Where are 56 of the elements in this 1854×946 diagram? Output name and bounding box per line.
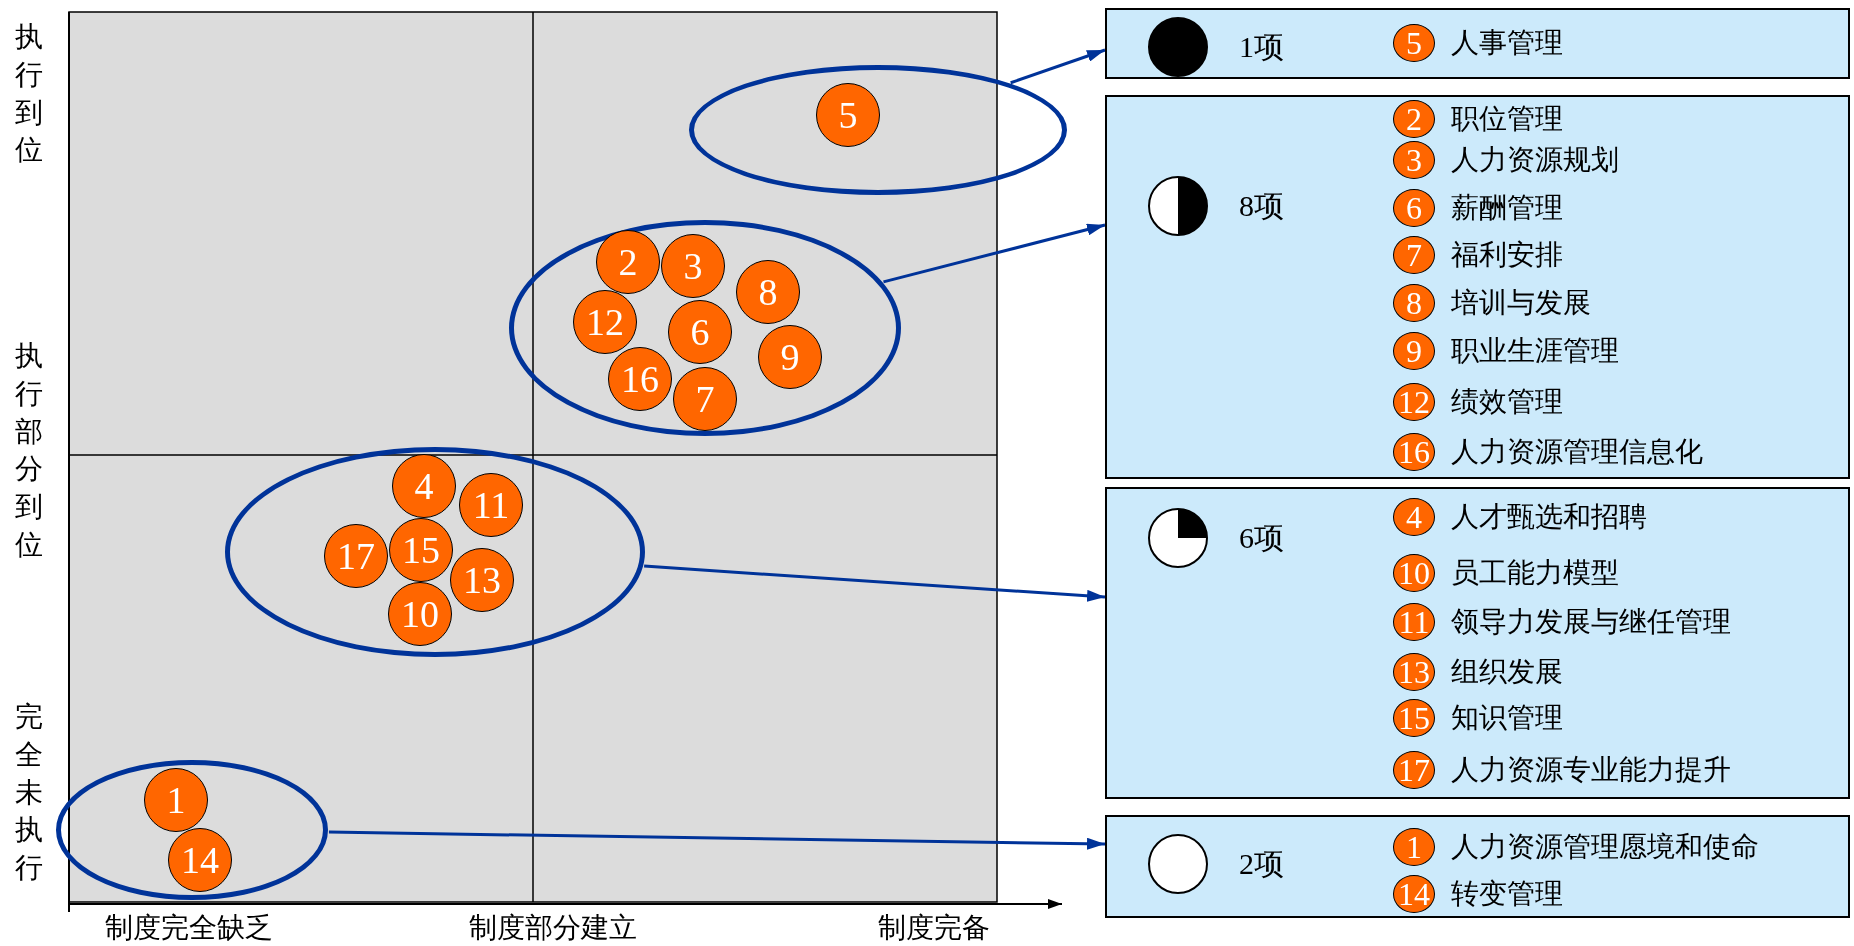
numbered-circle: 16 <box>1393 433 1435 471</box>
item-label: 转变管理 <box>1451 880 1563 908</box>
axis-label: 制度完备 <box>878 914 990 942</box>
numbered-circle: 2 <box>1393 100 1435 138</box>
item-label: 人才甄选和招聘 <box>1451 503 1647 531</box>
numbered-circle: 15 <box>1393 699 1435 737</box>
item-label: 员工能力模型 <box>1451 559 1619 587</box>
numbered-circle: 9 <box>1393 332 1435 370</box>
item-label: 组织发展 <box>1451 658 1563 686</box>
numbered-circle: 11 <box>1393 603 1435 641</box>
numbered-circle: 14 <box>1393 875 1435 913</box>
axis-label: 制度完全缺乏 <box>105 914 273 942</box>
numbered-circle: 17 <box>1393 751 1435 789</box>
arrow <box>328 830 1106 850</box>
item-label: 人事管理 <box>1451 29 1563 57</box>
numbered-circle: 13 <box>1393 653 1435 691</box>
axis-label: 执行部分到位 <box>14 339 44 562</box>
item-label: 培训与发展 <box>1451 289 1591 317</box>
category-panel <box>1105 487 1850 799</box>
numbered-circle: 8 <box>1393 284 1435 322</box>
item-label: 领导力发展与继任管理 <box>1451 608 1731 636</box>
axis-label: 完全未执行 <box>14 700 44 886</box>
item-label: 人力资源专业能力提升 <box>1451 756 1731 784</box>
ellipse-outline <box>225 447 645 657</box>
count-text: 8项 <box>1239 191 1284 221</box>
item-label: 薪酬管理 <box>1451 194 1563 222</box>
axis-label: 执行到位 <box>14 20 44 168</box>
numbered-circle: 6 <box>1393 189 1435 227</box>
item-label: 福利安排 <box>1451 241 1563 269</box>
ellipse-outline <box>509 220 901 436</box>
item-label: 绩效管理 <box>1451 388 1563 416</box>
item-label: 人力资源管理信息化 <box>1451 438 1703 466</box>
arrow <box>1010 48 1106 85</box>
item-label: 知识管理 <box>1451 704 1563 732</box>
ellipse-outline <box>689 65 1067 195</box>
count-text: 2项 <box>1239 849 1284 879</box>
item-label: 职业生涯管理 <box>1451 337 1619 365</box>
count-text: 6项 <box>1239 523 1284 553</box>
numbered-circle: 4 <box>1393 498 1435 536</box>
count-text: 1项 <box>1239 32 1284 62</box>
category-panel <box>1105 8 1850 79</box>
numbered-circle: 1 <box>1393 828 1435 866</box>
arrow <box>883 223 1106 284</box>
item-label: 人力资源规划 <box>1451 146 1619 174</box>
category-panel <box>1105 815 1850 918</box>
ellipse-outline <box>56 760 328 900</box>
numbered-circle: 3 <box>1393 141 1435 179</box>
numbered-circle: 7 <box>1393 236 1435 274</box>
item-label: 职位管理 <box>1451 105 1563 133</box>
category-panel <box>1105 95 1850 479</box>
numbered-circle: 10 <box>1393 554 1435 592</box>
numbered-circle: 5 <box>1393 24 1435 62</box>
axis-label: 制度部分建立 <box>469 914 637 942</box>
numbered-circle: 12 <box>1393 383 1435 421</box>
arrow <box>644 564 1106 602</box>
item-label: 人力资源管理愿境和使命 <box>1451 833 1759 861</box>
